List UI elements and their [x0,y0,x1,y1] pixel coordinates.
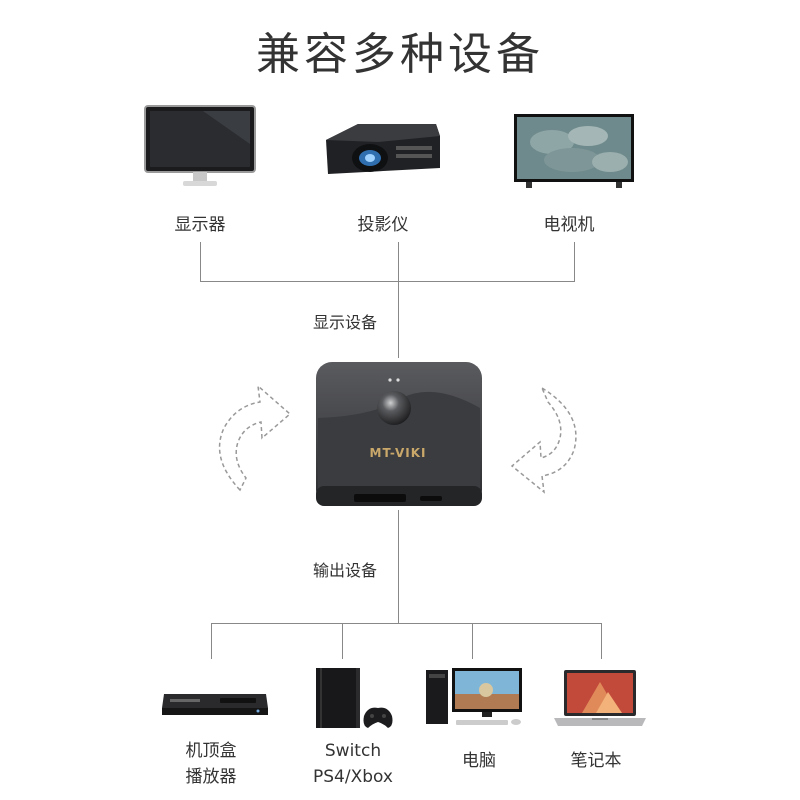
connector-line [200,281,575,282]
connector-line [574,242,575,282]
page-title: 兼容多种设备 [256,29,544,80]
game-console-icon [312,664,396,736]
laptop-icon [552,668,648,730]
device-label-set-top-box: 机顶盒 播放器 [141,738,281,790]
curved-arrow-right-icon [508,384,588,500]
connector-line [398,510,399,624]
connector-line [472,623,473,659]
device-label-tv: 电视机 [543,215,595,235]
device-label-monitor: 显示器 [174,215,226,235]
connector-line [601,623,602,659]
device-label-game-console: Switch PS4/Xbox [283,738,423,790]
desktop-computer-icon [424,666,528,728]
connector-line [211,623,212,659]
switch-device [314,358,484,510]
connector-line [398,242,399,358]
connector-line [200,242,201,282]
label-line: 笔记本 [570,751,622,771]
monitor-icon [143,104,257,190]
label-line: PS4/Xbox [313,767,393,787]
label-line: 电脑 [462,751,496,771]
device-label-computer: 电脑 [409,748,549,774]
curved-arrow-left-icon [214,378,294,498]
label-line: 播放器 [185,767,237,787]
set-top-box-icon [160,688,270,718]
output-section-label: 输出设备 [313,561,378,580]
display-section-label: 显示设备 [313,313,378,332]
switch-brand-label: MT-VIKI [369,446,427,460]
label-line: 机顶盒 [185,741,237,761]
connector-line [342,623,343,659]
label-line: Switch [324,741,382,761]
projector-icon [318,118,444,184]
connector-line [211,623,602,624]
device-label-laptop: 笔记本 [526,748,666,774]
tv-icon [512,112,636,190]
device-label-projector: 投影仪 [357,215,409,235]
